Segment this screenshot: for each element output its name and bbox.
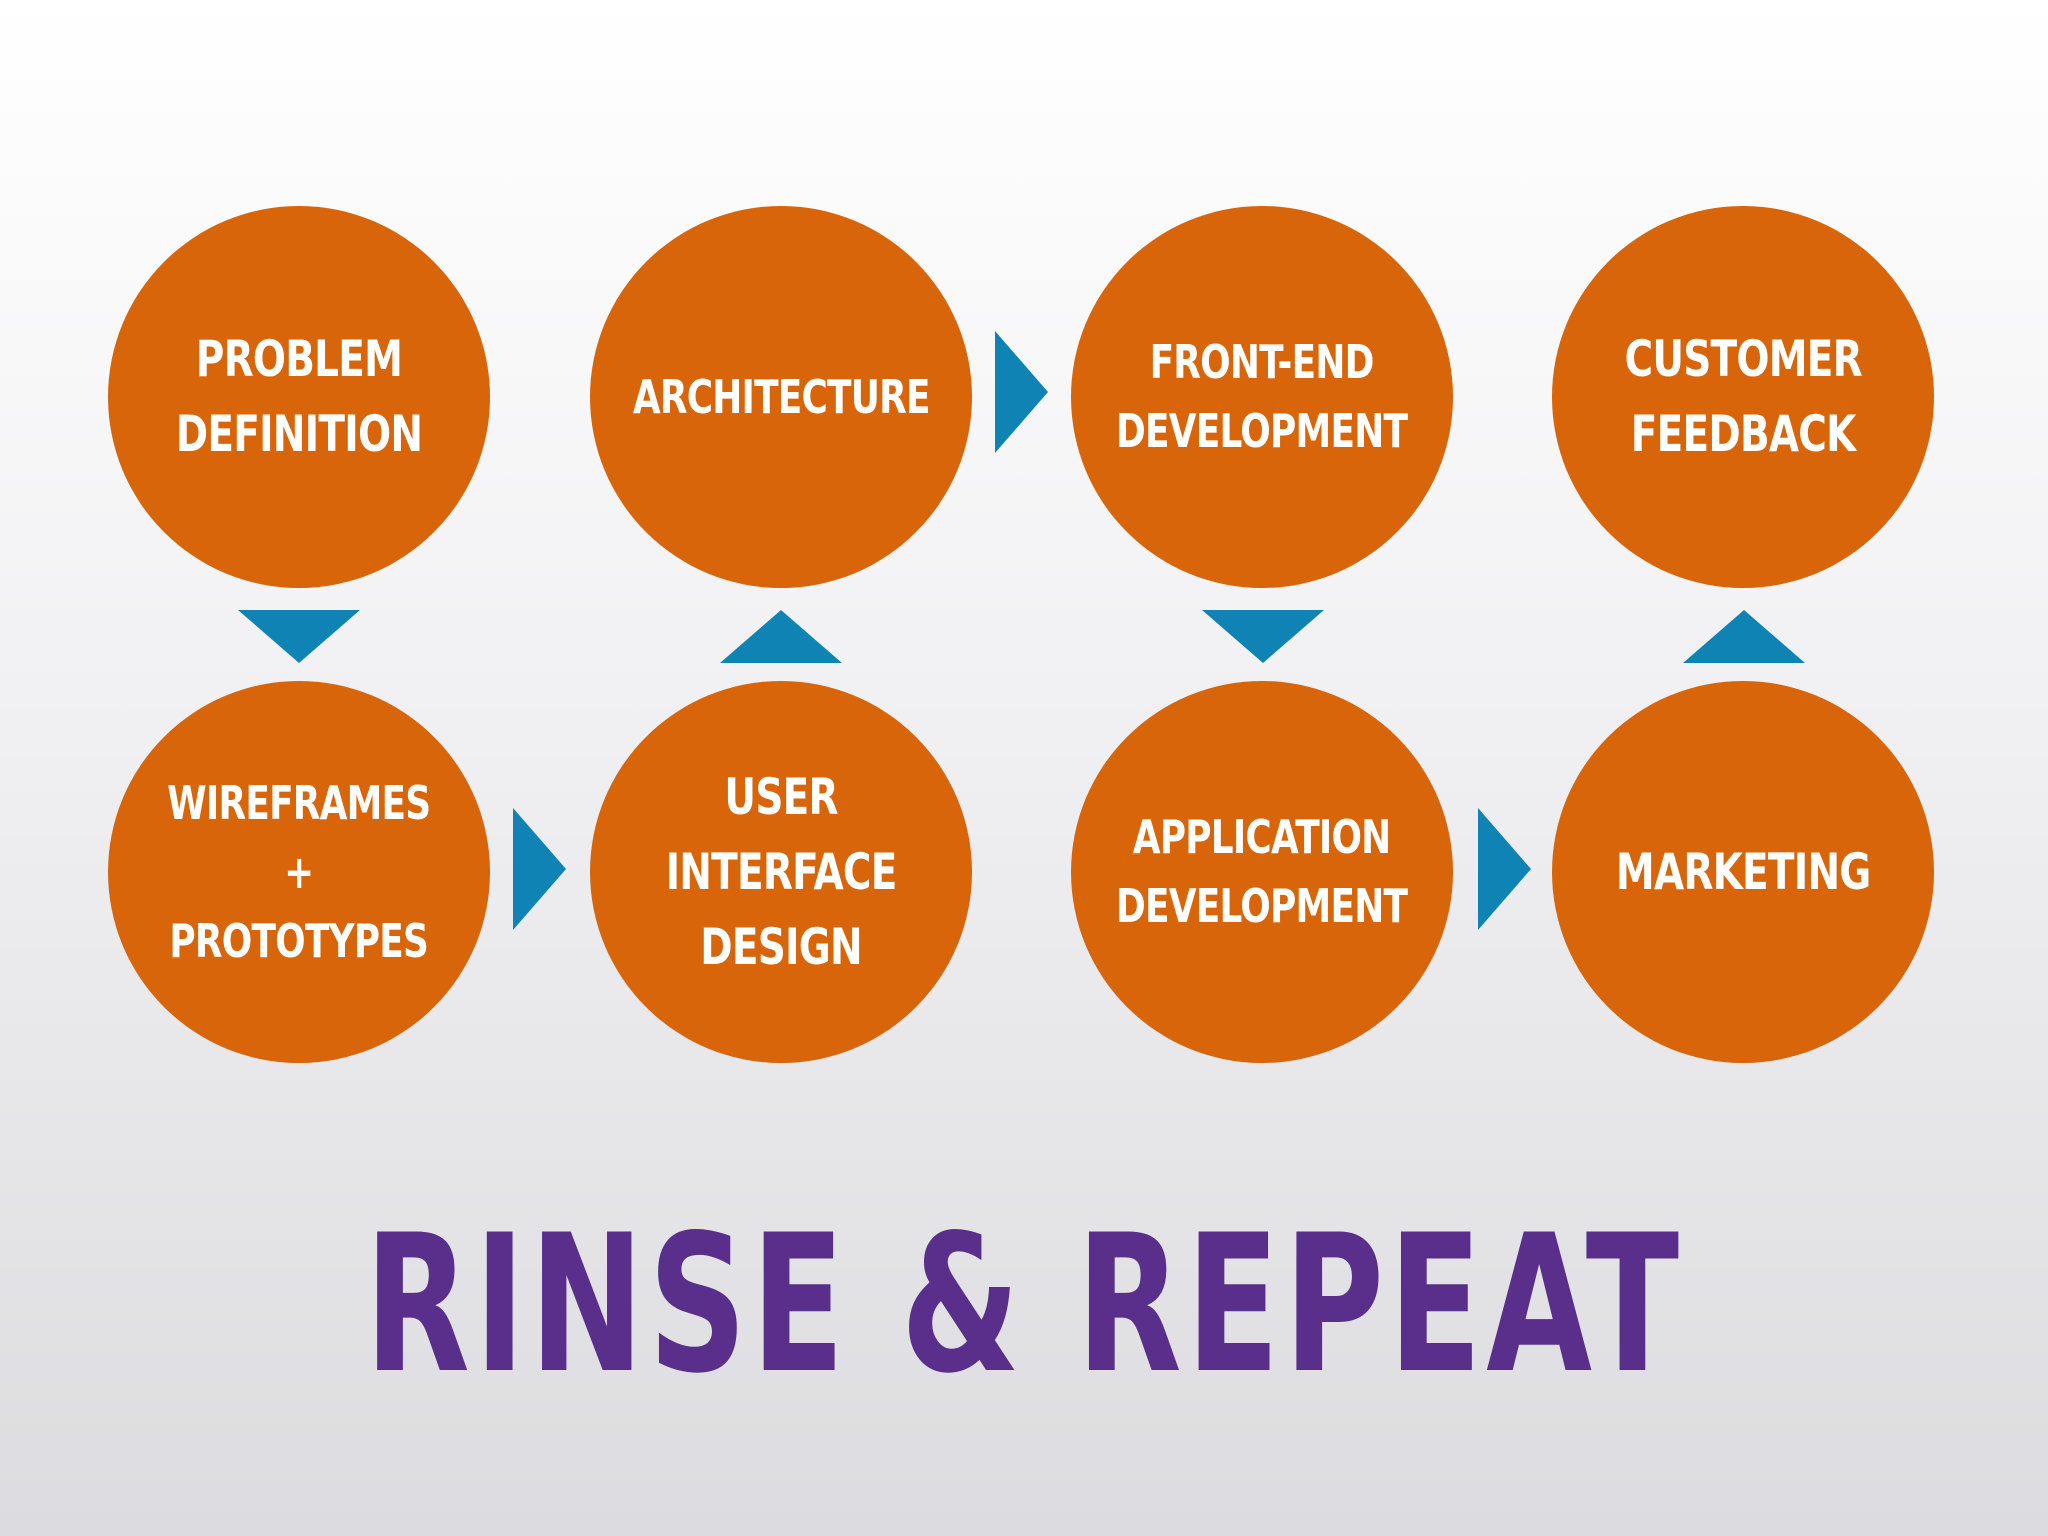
arrow-down-icon — [238, 610, 360, 663]
arrow-up-icon — [1683, 610, 1805, 663]
step-architecture: ARCHITECTURE — [590, 206, 972, 588]
step-customer-feedback: CUSTOMER FEEDBACK — [1552, 206, 1934, 588]
step-label: ARCHITECTURE — [632, 369, 931, 424]
step-label: WIREFRAMES + PROTOTYPES — [167, 775, 431, 968]
step-label: MARKETING — [1615, 842, 1871, 901]
step-wireframes-prototypes: WIREFRAMES + PROTOTYPES — [108, 681, 490, 1063]
step-marketing: MARKETING — [1552, 681, 1934, 1063]
arrow-down-icon — [1202, 610, 1324, 663]
step-user-interface-design: USER INTERFACE DESIGN — [590, 681, 972, 1063]
arrow-up-icon — [720, 610, 842, 663]
step-label: PROBLEM DEFINITION — [175, 330, 423, 463]
step-label: APPLICATION DEVELOPMENT — [1116, 810, 1408, 933]
step-application-development: APPLICATION DEVELOPMENT — [1071, 681, 1453, 1063]
step-label: CUSTOMER FEEDBACK — [1624, 330, 1862, 463]
headline: RINSE & REPEAT — [364, 1194, 1684, 1415]
step-problem-definition: PROBLEM DEFINITION — [108, 206, 490, 588]
arrow-right-icon — [513, 808, 566, 930]
step-label: FRONT-END DEVELOPMENT — [1116, 335, 1408, 458]
arrow-right-icon — [995, 331, 1048, 453]
step-label: USER INTERFACE DESIGN — [665, 767, 897, 976]
arrow-right-icon — [1478, 808, 1531, 930]
step-front-end-development: FRONT-END DEVELOPMENT — [1071, 206, 1453, 588]
